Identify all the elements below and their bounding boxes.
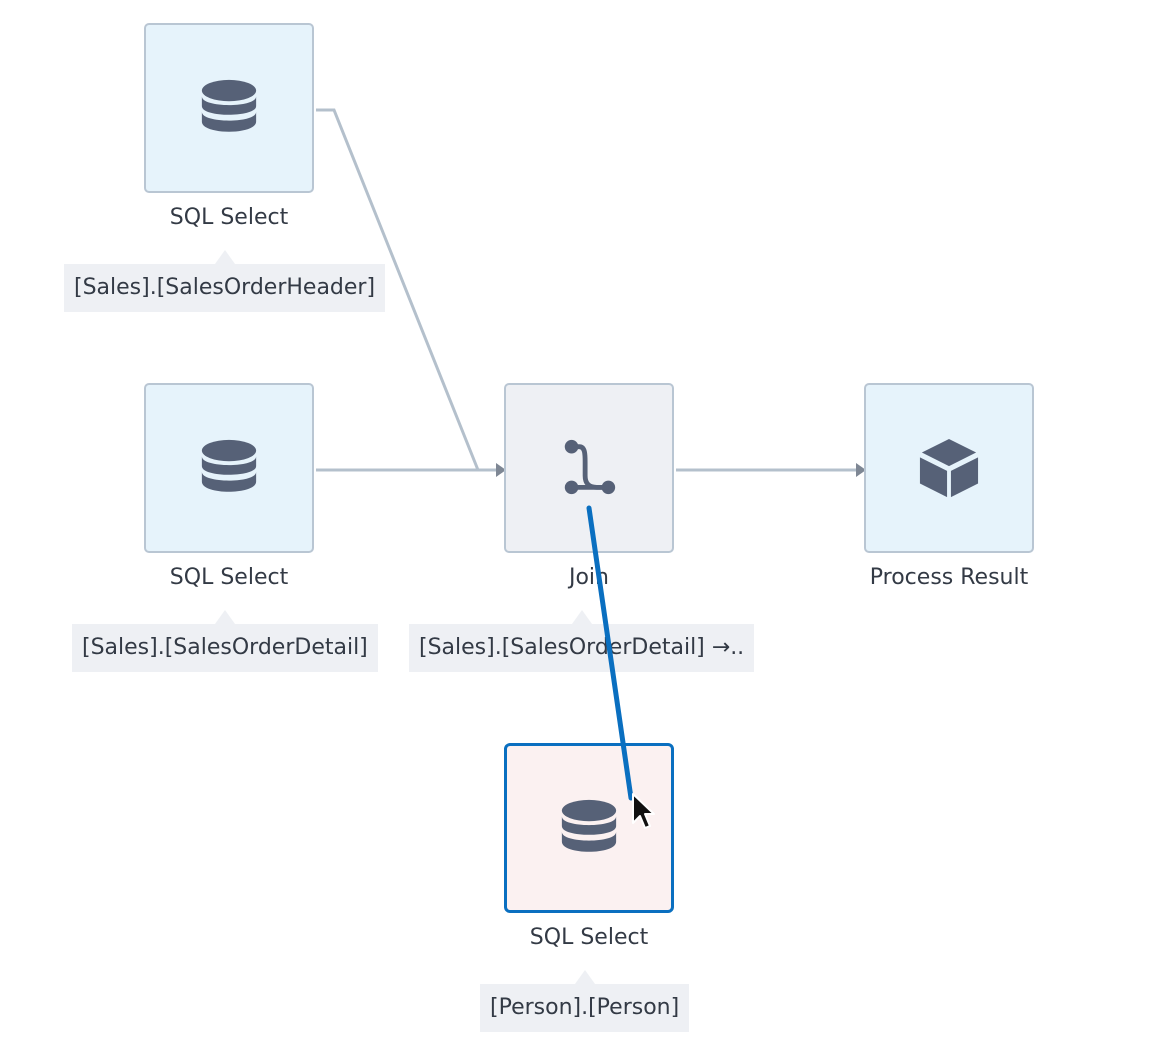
- node-description-tag: [Sales].[SalesOrderDetail] →..: [409, 610, 755, 672]
- drag-connector: [586, 505, 634, 801]
- node-label: SQL Select: [169, 205, 289, 230]
- node-description-tag: [Sales].[SalesOrderDetail]: [72, 610, 378, 672]
- node-label: SQL Select: [169, 565, 289, 590]
- node-box[interactable]: [864, 383, 1034, 553]
- database-icon: [561, 799, 617, 852]
- connector-arrowhead-result: [856, 463, 866, 477]
- node-label: Process Result: [869, 565, 1029, 590]
- connector-header-to-join[interactable]: [316, 108, 480, 471]
- mouse-cursor-icon: [632, 793, 655, 829]
- cube-icon: [919, 438, 979, 498]
- node-box[interactable]: [504, 383, 674, 553]
- connector-arrowhead-join: [496, 463, 506, 477]
- node-description-tag: [Sales].[SalesOrderHeader]: [64, 250, 386, 312]
- node-join[interactable]: Join: [504, 383, 674, 591]
- node-sql-select-detail[interactable]: SQL Select: [144, 383, 314, 591]
- node-box[interactable]: [144, 23, 314, 193]
- node-sql-select-header[interactable]: SQL Select: [144, 23, 314, 231]
- merge-icon: [564, 439, 616, 495]
- node-box[interactable]: [144, 383, 314, 553]
- node-process-result[interactable]: Process Result: [864, 383, 1034, 591]
- database-icon: [201, 439, 257, 492]
- node-description-tag: [Person].[Person]: [480, 970, 690, 1032]
- database-icon: [201, 79, 257, 132]
- node-label: SQL Select: [529, 925, 649, 950]
